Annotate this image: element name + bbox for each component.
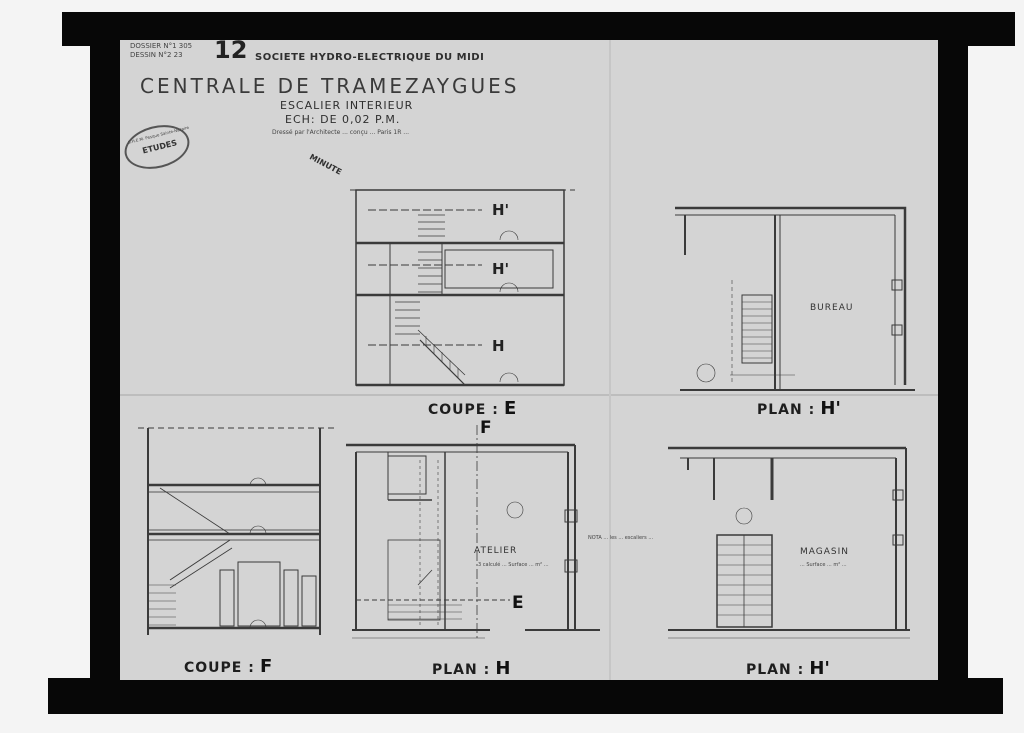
magasin-note: ... Surface ... m² ... xyxy=(800,562,847,568)
room-bureau: BUREAU xyxy=(810,303,854,313)
plan-h2-drawing xyxy=(675,206,915,391)
frame-left-bar xyxy=(90,12,122,707)
drawing-scale: ECH: DE 0,02 P.M. xyxy=(285,113,401,126)
coupe-e-title: COUPE : E xyxy=(428,398,516,419)
plan-h-title: PLAN : H xyxy=(432,658,510,679)
room-atelier: ATELIER xyxy=(474,546,518,556)
plan-h1-label: PLAN : xyxy=(746,662,805,678)
frame-bottom-bar xyxy=(48,678,1003,714)
plan-h2-label: PLAN : xyxy=(757,402,816,418)
room-magasin: MAGASIN xyxy=(800,547,849,557)
drawing-credit: Dressé par l'Architecte ... conçu ... Pa… xyxy=(272,129,410,136)
section-e-marker: E xyxy=(512,593,524,613)
coupe-e-drawing xyxy=(350,189,575,387)
level-h-label: H xyxy=(492,337,505,355)
plan-h-letter: H xyxy=(495,658,511,679)
plan-h-drawing xyxy=(346,425,600,640)
sheet-number: 12 xyxy=(214,36,248,64)
plan-h2-letter: H' xyxy=(820,398,841,419)
drawing-subject: ESCALIER INTERIEUR xyxy=(280,99,414,112)
plan-h-label: PLAN : xyxy=(432,662,491,678)
drawing-number: DESSIN N°2 23 xyxy=(130,51,183,59)
middle-note: NOTA ... les ... escaliers ... xyxy=(588,535,654,541)
section-f-marker: F xyxy=(480,418,492,438)
coupe-f-title: COUPE : F xyxy=(184,656,272,677)
frame-right-bar xyxy=(936,12,968,707)
plan-h2-title: PLAN : H' xyxy=(757,398,841,419)
level-h2-label: H' xyxy=(492,201,510,219)
plant-title: CENTRALE DE TRAMEZAYGUES xyxy=(140,74,520,98)
coupe-f-drawing xyxy=(138,427,335,635)
coupe-e-letter: E xyxy=(503,398,517,419)
coupe-f-letter: F xyxy=(259,656,273,677)
company-name: SOCIETE HYDRO-ELECTRIQUE DU MIDI xyxy=(255,52,485,63)
plan-h1-title: PLAN : H' xyxy=(746,658,830,679)
level-h1-label: H' xyxy=(492,260,510,278)
drawing-sheet: DOSSIER N°1 305 DESSIN N°2 23 12 SOCIETE… xyxy=(119,36,938,680)
plan-h1-letter: H' xyxy=(809,658,830,679)
coupe-e-label: COUPE : xyxy=(428,402,499,418)
coupe-f-label: COUPE : xyxy=(184,660,255,676)
plan-h1-drawing xyxy=(668,446,910,639)
architectural-linework xyxy=(120,40,938,680)
dossier-number: DOSSIER N°1 305 xyxy=(130,42,193,50)
atelier-note: 3 calculé ... Surface ... m² ... xyxy=(478,562,549,568)
